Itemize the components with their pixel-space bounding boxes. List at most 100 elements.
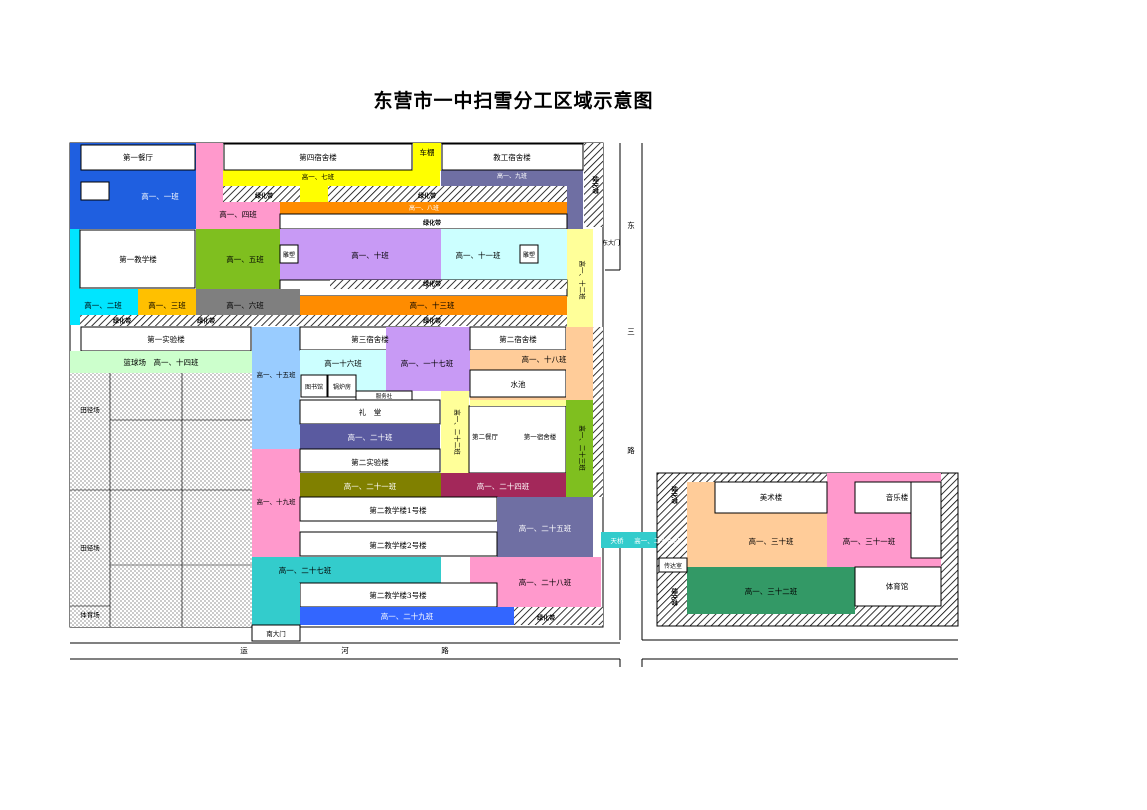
label-c30: 高一、三十班 [749, 536, 794, 546]
label-lab1: 第一实验楼 [147, 334, 185, 344]
green-belt-8: 绿化带 [537, 614, 555, 622]
label-bridge: 天桥 [611, 536, 625, 545]
music-building [854, 481, 912, 514]
label-south-gate: 南大门 [266, 629, 286, 638]
label-canteen1: 第一餐厅 [123, 152, 153, 162]
zone-class18-b [566, 327, 593, 400]
zone-class9-b [567, 186, 583, 230]
zone-class27 [252, 557, 441, 583]
hall [299, 399, 441, 425]
label-library: 图书馆 [305, 383, 323, 391]
label-teach2-2: 第二教学楼2号楼 [369, 540, 427, 550]
lab2 [299, 448, 441, 473]
label-field-c: 体育场 [80, 610, 100, 619]
label-music: 音乐楼 [886, 492, 909, 502]
zone-class22 [441, 391, 469, 473]
label-c29: 高一、二十九班 [381, 611, 434, 621]
zone-class7-b [300, 186, 328, 202]
zone-class17-b [440, 327, 470, 391]
zone-class2 [70, 229, 80, 325]
library [300, 374, 328, 398]
label-c25: 高一、二十五班 [519, 523, 572, 533]
staffdorm [441, 143, 584, 171]
green-belt-6: 绿化带 [197, 317, 215, 325]
music-building-b [910, 481, 942, 559]
small-box [80, 181, 110, 201]
label-boiler: 锅炉房 [333, 383, 351, 391]
hatch-bottom [514, 607, 603, 625]
label-dorm2: 第二宿舍楼 [499, 334, 537, 344]
zone-class19 [252, 449, 300, 557]
zone-class22-b [470, 400, 566, 406]
zone-class21 [300, 473, 441, 497]
label-c9: 高一、九班 [497, 172, 527, 180]
label-field-a: 田径场 [80, 405, 100, 414]
teach1 [79, 229, 196, 289]
label-art: 美术楼 [760, 492, 783, 502]
label-c21: 高一、二十一班 [344, 481, 397, 491]
zone-class14 [70, 351, 252, 373]
label-c19: 高一、十九班 [257, 497, 297, 506]
green-belt-5: 绿化带 [113, 317, 131, 325]
label-gym: 体育馆 [886, 581, 909, 591]
zone-class32 [687, 567, 855, 614]
label-pavilion-b: 雕塑 [523, 251, 535, 259]
label-c18: 高一、十八班 [522, 354, 567, 364]
label-c10: 高一、十班 [351, 250, 389, 260]
label-south-1: 运 [240, 646, 248, 655]
hatch-right-mid [593, 327, 603, 497]
teach2-2 [299, 531, 498, 557]
label-c2: 高一、二班 [84, 300, 122, 310]
label-teach1: 第一教学楼 [119, 254, 157, 264]
label-dorm3: 第三宿舍楼 [351, 334, 389, 344]
canteen1 [80, 144, 196, 171]
label-c27: 高一、二十七班 [279, 565, 332, 575]
hatch-top-mid [223, 186, 300, 202]
zone-class27-b [252, 583, 300, 627]
page-title: 东营市一中扫雪分工区域示意图 [373, 90, 654, 112]
hatch-top-mid2 [328, 186, 441, 202]
gatehouse [658, 557, 688, 573]
south-gate [251, 624, 301, 642]
pavilion-b [519, 244, 539, 264]
green-belt-3: 绿化带 [423, 219, 441, 227]
hatch-top-mid3 [441, 186, 567, 202]
zone-class10 [280, 229, 441, 281]
label-lab2: 第二实验楼 [351, 457, 389, 467]
label-c16: 高一十六班 [324, 358, 362, 368]
zone-class9 [441, 170, 583, 186]
zone-class23 [566, 400, 593, 497]
label-east-3: 路 [627, 445, 635, 455]
zone-shed [413, 143, 441, 171]
label-c17: 高一、一十七班 [401, 358, 454, 368]
green-belt-7: 绿化带 [423, 317, 441, 325]
label-c4: 高一、四班 [219, 209, 257, 219]
label-c12: 高一、十二班 [578, 261, 587, 301]
field-grid [70, 373, 252, 627]
zone-class5 [196, 229, 280, 289]
label-c11: 高一、十一班 [456, 250, 501, 260]
label-c1: 高一、一班 [141, 191, 179, 201]
label-service: 服务社 [376, 392, 393, 400]
label-dorm1: 第一宿舍楼 [524, 432, 557, 441]
green-belt-2: 绿化带 [418, 192, 436, 200]
sports-field [70, 373, 252, 627]
label-field-b: 田径场 [80, 543, 100, 552]
hatch-right-top [584, 143, 603, 227]
green-belt-9: 绿化带 [591, 176, 599, 194]
zone-class29 [300, 607, 514, 625]
label-c8: 高一、八班 [409, 204, 439, 212]
label-c20: 高一、二十班 [348, 432, 393, 442]
zone-class11 [441, 229, 567, 281]
label-c7: 高一、七班 [302, 172, 335, 181]
lab1 [80, 326, 252, 352]
label-c14: 篮球场 高一、十四班 [124, 357, 199, 367]
zone-class7 [223, 170, 440, 186]
hatch-mid-2 [330, 280, 567, 289]
dorm4 [223, 143, 413, 171]
canteen2-dorm1 [468, 405, 567, 474]
label-east-1: 东 [627, 220, 635, 230]
boiler [327, 374, 357, 398]
zone-class12 [567, 229, 593, 327]
